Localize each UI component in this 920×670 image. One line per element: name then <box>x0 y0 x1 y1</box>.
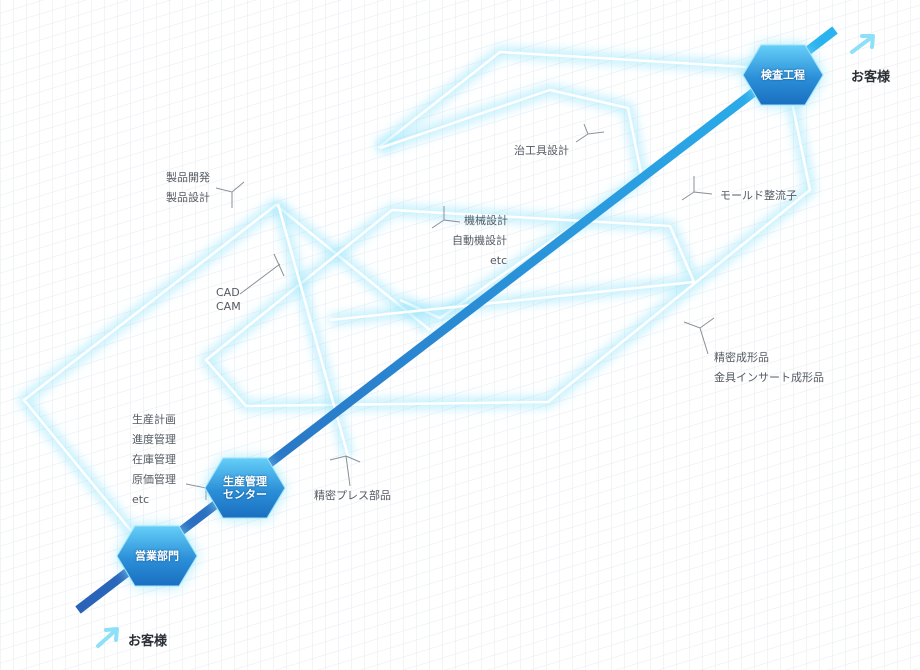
node-inspection-label: 検査工程 <box>761 68 805 82</box>
node-sales-hexagon <box>116 525 198 587</box>
label-production-mgmt: 生産計画 進度管理 在庫管理 原価管理 etc <box>132 413 176 506</box>
label-product-dev: 製品開発 製品設計 <box>166 171 210 204</box>
process-nodes <box>116 44 824 587</box>
label-jig-design: 治工具設計 <box>514 144 569 157</box>
label-leaders <box>185 123 715 500</box>
node-sales-label: 営業部門 <box>135 549 179 563</box>
flow-outer-left <box>22 203 431 533</box>
node-production-center-hexagon <box>204 457 286 519</box>
label-precision-press: 精密プレス部品 <box>314 489 391 502</box>
arrow-up-right-icon <box>850 34 875 54</box>
node-inspection-hexagon <box>742 44 824 106</box>
label-mold: モールド整流子 <box>720 189 797 202</box>
flow-right-loop <box>204 101 812 408</box>
leader-mold <box>681 176 713 201</box>
label-molded-products: 精密成形品 金具インサート成形品 <box>714 351 824 384</box>
label-cad-cam: CAD CAM <box>216 286 241 313</box>
label-machine-design: 機械設計 自動機設計 etc <box>452 214 508 267</box>
node-production-center-label: 生産管理 センター <box>223 475 267 501</box>
leader-machine <box>431 206 461 229</box>
flow-paths <box>18 46 816 536</box>
customer-end-label: お客様 <box>851 70 891 85</box>
customer-start-label: お客様 <box>128 634 168 649</box>
leader-molded <box>683 317 715 355</box>
leader-press <box>329 455 361 487</box>
arrow-up-right-icon <box>96 627 119 648</box>
flow-top-outer <box>377 50 763 149</box>
leader-cad-cam <box>239 253 285 295</box>
main-flow-axis <box>75 26 838 614</box>
leader-jig <box>575 123 605 143</box>
leader-product-dev <box>215 181 245 208</box>
flow-top-inner <box>379 88 644 320</box>
